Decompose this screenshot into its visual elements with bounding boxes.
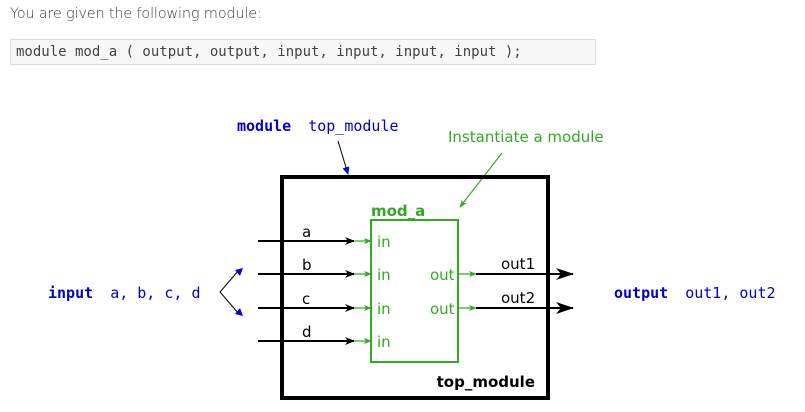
mod-a-port-out-2: out <box>430 300 455 318</box>
signal-label-out2: out2 <box>501 289 535 307</box>
signal-label-out1: out1 <box>501 255 535 273</box>
output-keyword: output <box>614 284 668 302</box>
signal-label-c: c <box>302 290 310 308</box>
instantiate-note: Instantiate a module <box>448 128 604 146</box>
top-module-label: module top_module <box>237 117 399 135</box>
signal-label-b: b <box>302 256 312 274</box>
instantiate-pointer <box>459 152 503 208</box>
top-module-name: top_module <box>308 117 398 135</box>
signal-label-a: a <box>302 223 311 241</box>
mod-a-instance-box <box>370 219 459 363</box>
input-brace-arrowhead-bottom <box>235 308 243 316</box>
input-brace-arrowhead-top <box>235 268 243 276</box>
mod-a-instance-label: mod_a <box>371 202 425 220</box>
signal-label-d: d <box>302 323 312 341</box>
input-brace-pointer <box>219 269 240 315</box>
mod-a-port-in-1: in <box>377 233 391 251</box>
mod-a-port-in-4: in <box>377 333 391 351</box>
input-keyword: input <box>48 284 93 302</box>
mod-a-port-out-1: out <box>430 266 455 284</box>
mod-a-port-in-3: in <box>377 300 391 318</box>
top-module-box <box>280 175 550 400</box>
input-names: a, b, c, d <box>110 284 200 302</box>
module-keyword: module <box>237 117 291 135</box>
module-declaration-code: module mod_a ( output, output, input, in… <box>10 39 596 65</box>
output-names: out1, out2 <box>685 284 775 302</box>
mod-a-port-in-2: in <box>377 266 391 284</box>
intro-text: You are given the following module: <box>10 6 262 22</box>
input-declaration: input a, b, c, d <box>48 284 201 302</box>
output-declaration: output out1, out2 <box>614 284 776 302</box>
top-module-pointer <box>337 140 350 175</box>
top-module-footer-label: top_module <box>437 373 535 391</box>
